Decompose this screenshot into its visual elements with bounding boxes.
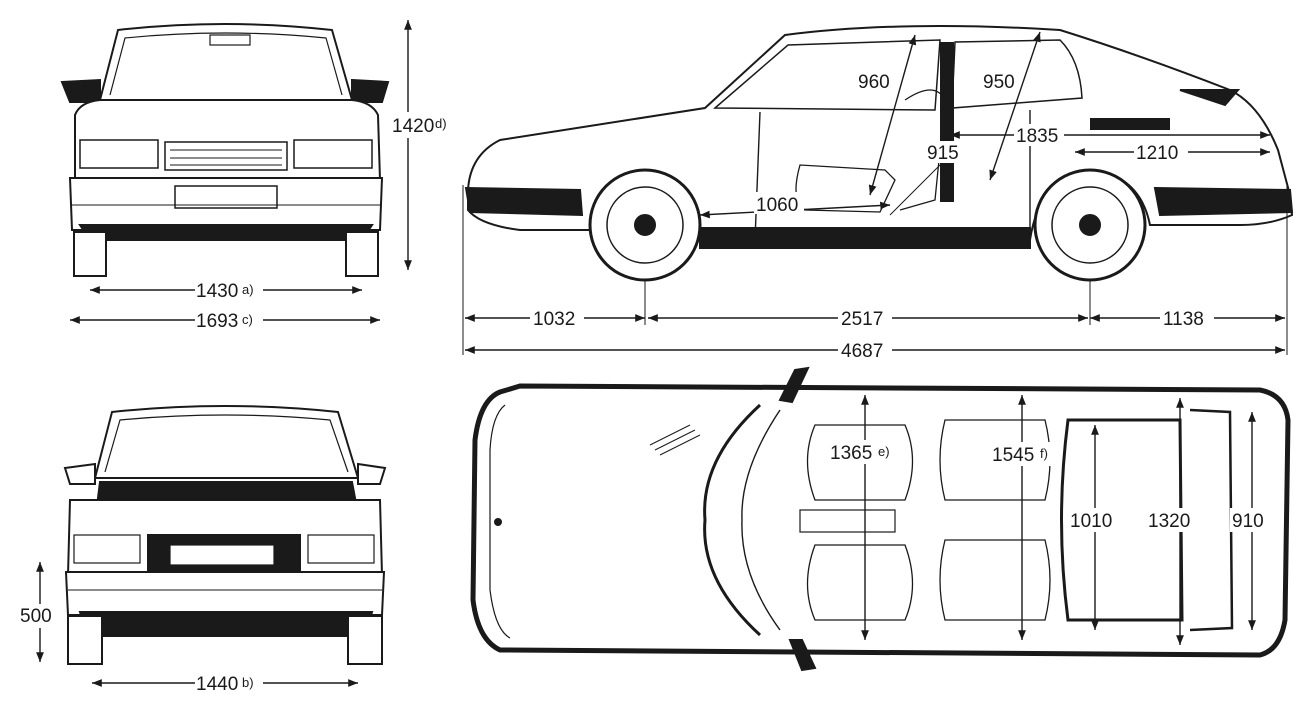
dim-rear-headroom: 950	[983, 72, 1015, 93]
dim-rear-shoulder-suffix: f)	[1040, 446, 1048, 461]
dim-overall-width-suffix: c)	[242, 312, 253, 327]
dim-cargo-width-min: 1010	[1070, 511, 1112, 532]
dim-front-legroom: 1060	[756, 195, 798, 216]
dim-height-value: 1420	[392, 116, 434, 137]
dimension-labels: 1420 d) 1430 a) 1693 c) 1032 2517 1138 4…	[18, 72, 1272, 695]
rear-view	[63, 405, 387, 665]
dim-front-shoulder-value: 1365	[830, 443, 872, 464]
dim-height-suffix: d)	[435, 116, 447, 131]
dim-overall-length: 4687	[841, 341, 883, 362]
dim-wheelbase: 2517	[841, 309, 883, 330]
dim-cargo-length: 1210	[1136, 143, 1178, 164]
dim-tailgate-width: 910	[1232, 511, 1264, 532]
dim-interior-length: 1835	[1016, 126, 1058, 147]
dim-rear-track-value: 1440	[196, 674, 238, 695]
front-view	[60, 23, 390, 277]
dim-front-track-value: 1430	[196, 281, 238, 302]
dim-rear-overhang: 1138	[1163, 309, 1204, 330]
dim-overall-width-value: 1693	[196, 311, 238, 332]
dim-rear-track-suffix: b)	[242, 675, 254, 690]
dim-cargo-width-max: 1320	[1148, 511, 1190, 532]
dim-rear-shoulder-value: 1545	[992, 445, 1034, 466]
top-view	[470, 366, 1291, 672]
dim-front-headroom: 960	[858, 72, 890, 93]
dim-front-overhang: 1032	[533, 309, 575, 330]
dim-rear-seat-height: 915	[927, 143, 959, 164]
dim-front-shoulder-suffix: e)	[878, 444, 890, 459]
dim-front-track-suffix: a)	[242, 282, 254, 297]
dim-loading-height: 500	[20, 606, 52, 627]
